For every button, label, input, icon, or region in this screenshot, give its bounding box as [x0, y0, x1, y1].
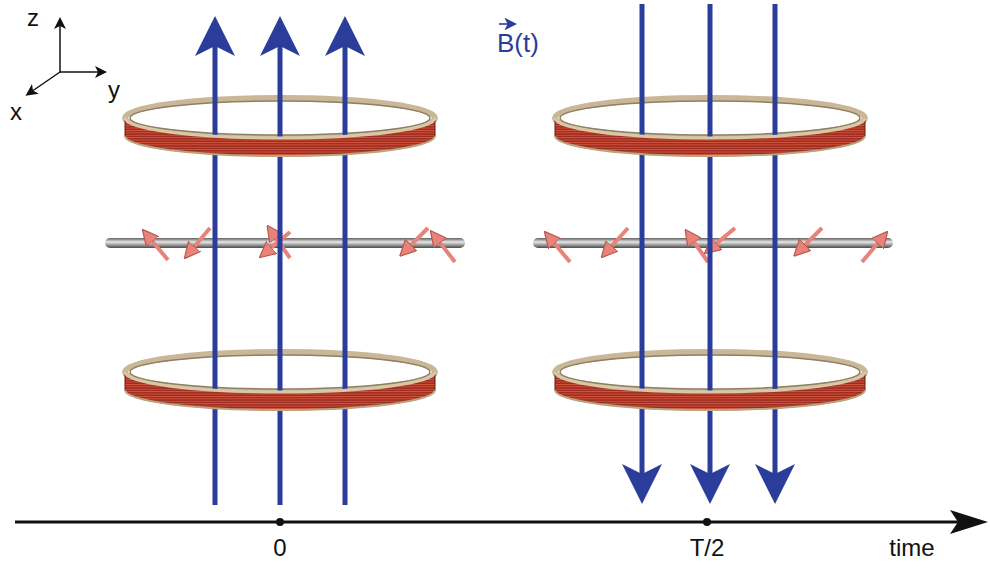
coil-windings [125, 118, 865, 410]
time-tick-label: 0 [273, 536, 286, 560]
time-tick-label: T/2 [690, 536, 725, 560]
coordinate-axes [28, 20, 104, 94]
axis-label: y [108, 78, 120, 102]
field-label: B(t) [497, 30, 539, 56]
vector-accent [499, 24, 514, 25]
magnetic-field-lines [215, 4, 775, 505]
axis-label: x [10, 100, 22, 124]
time-axis [15, 510, 988, 534]
axis-title: time [889, 536, 934, 560]
axis-label: z [27, 6, 39, 30]
